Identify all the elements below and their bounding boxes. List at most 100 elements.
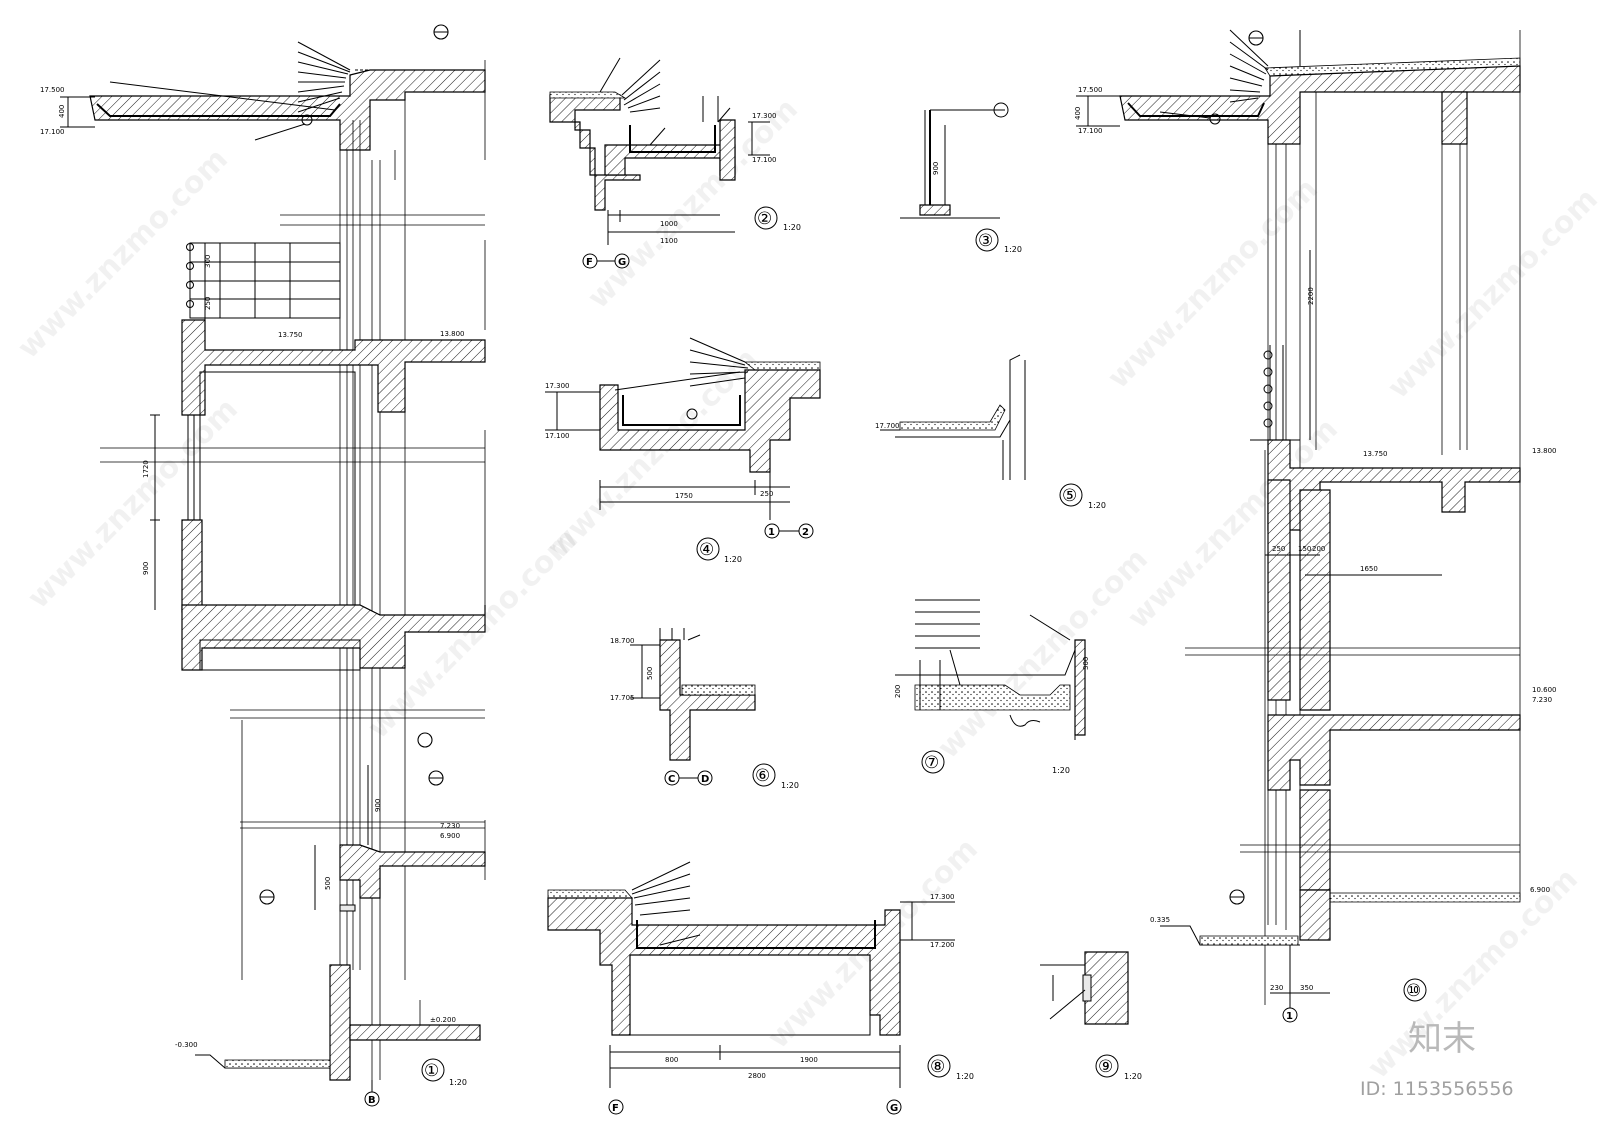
level-label: ±0.200: [430, 1016, 456, 1024]
detail-number: ②: [757, 209, 772, 229]
brand-logo: 知末: [1408, 1019, 1476, 1059]
dim-label: 350: [1300, 984, 1313, 992]
detail-scale: 1:20: [783, 223, 801, 232]
detail-number: ⑩: [1406, 981, 1421, 1001]
level-label: 17.100: [1078, 127, 1103, 135]
dim-label: 2800: [748, 1072, 766, 1080]
wall-lines: [241, 60, 486, 1080]
detail-number-circle: [421, 1058, 445, 1082]
dim-label: 250: [760, 490, 773, 498]
axis-label: 1: [768, 527, 775, 538]
level-label: 17.500: [40, 86, 65, 94]
detail-scale: 1:20: [1052, 766, 1070, 775]
dim-label: 1900: [800, 1056, 818, 1064]
watermark-text: www.znzmo.com: [21, 392, 245, 616]
dim-label: 800: [665, 1056, 678, 1064]
dim-label: 1000: [660, 220, 678, 228]
wall-pier: [181, 519, 203, 613]
callout-tag: [428, 770, 444, 786]
dim-label: 1100: [660, 237, 678, 245]
dim-label: 250: [1272, 545, 1285, 553]
level-label: 18.700: [610, 637, 635, 645]
dim-label: 1750: [675, 492, 693, 500]
level-label: 17.200: [930, 941, 955, 949]
floor-slab-13750: [1267, 439, 1521, 531]
callout-tag: [1248, 30, 1264, 46]
axis-label: F: [612, 1103, 619, 1114]
dim-label: 1720: [142, 460, 150, 478]
image-id: ID: 1153556556: [1360, 1078, 1514, 1100]
detail-number: ③: [978, 231, 993, 251]
level-label: 17.705: [610, 694, 635, 702]
callout-tag: [433, 24, 449, 40]
detail-number: ④: [699, 540, 714, 560]
axis-label: B: [368, 1095, 376, 1106]
axis-label: 2: [802, 527, 809, 538]
watermark-text: www.znzmo.com: [931, 542, 1155, 766]
paving-layer: [914, 684, 1071, 711]
watermark-text: www.znzmo.com: [541, 342, 765, 566]
level-label: 17.500: [1078, 86, 1103, 94]
balcony-slab: [599, 369, 821, 473]
detail-scale: 1:20: [1004, 245, 1022, 254]
dim-label: 400: [58, 105, 66, 118]
level-label: 17.300: [752, 112, 777, 120]
level-label: -0.300: [175, 1041, 198, 1049]
level-label: 17.100: [545, 432, 570, 440]
detail-9-section: ⑨ 1:20: [1040, 951, 1142, 1081]
detail-scale: 1:20: [1088, 501, 1106, 510]
detail-number: ⑨: [1098, 1057, 1113, 1077]
level-label: 0.335: [1150, 916, 1170, 924]
floor-slab-10600: [181, 604, 486, 671]
dim-label: 300: [204, 255, 212, 268]
level-label: 13.750: [278, 331, 303, 339]
axis-label: 1: [1286, 1011, 1293, 1022]
level-label: 6.900: [1530, 886, 1550, 894]
dim-label: 1650: [1360, 565, 1378, 573]
dim-label: 230: [1270, 984, 1283, 992]
roof-slab: [89, 69, 486, 151]
detail-7-section: 300 200 ⑦ 1:20: [894, 599, 1090, 775]
callout-tag: [1229, 889, 1245, 905]
level-label: 13.800: [440, 330, 465, 338]
level-label: 7.230: [440, 822, 460, 830]
watermark-text: www.znzmo.com: [1381, 182, 1600, 406]
annotation-leaders: [109, 41, 351, 141]
level-label: 13.750: [1363, 450, 1388, 458]
ground-slab: [349, 1024, 481, 1041]
floor-lines: [100, 214, 485, 829]
dim-label: 200: [1312, 545, 1325, 553]
level-label: 10.600: [1532, 686, 1557, 694]
drain-pipe: [301, 114, 313, 126]
detail-scale: 1:20: [724, 555, 742, 564]
level-label: 17.300: [930, 893, 955, 901]
railing: [186, 242, 341, 319]
parapet-wall: [659, 639, 756, 761]
axis-label: D: [701, 774, 709, 785]
detail-1-section: 17.500 17.100 13.750 13.800 7.230 6.900 …: [40, 24, 486, 1107]
level-label: 13.800: [1532, 447, 1557, 455]
dim-label: 300: [1082, 657, 1090, 670]
watermark-text: www.znzmo.com: [1101, 172, 1325, 396]
dim-label: 500: [646, 667, 654, 680]
detail-scale: 1:20: [1124, 1072, 1142, 1081]
dim-label: 900: [932, 162, 940, 175]
floor-slab-10600: [1267, 714, 1521, 791]
level-label: 6.900: [440, 832, 460, 840]
parapet-wall: [549, 94, 641, 211]
detail-number: ⑧: [930, 1057, 945, 1077]
foundation-wall: [329, 964, 351, 1081]
callout-tag: [259, 889, 275, 905]
axis-label: F: [586, 257, 593, 268]
detail-scale: 1:20: [449, 1078, 467, 1087]
detail-number: ⑥: [755, 766, 770, 786]
dim-label: 900: [142, 562, 150, 575]
detail-4-section: 17.300 17.100 1750 250 1 2 ④ 1:20: [545, 337, 821, 564]
floor-slab-7230: [339, 844, 486, 899]
callout-tag: [417, 732, 433, 748]
detail-scale: 1:20: [781, 781, 799, 790]
detail-2-section: 17.300 17.100 1000 1100 F G ② 1:20: [549, 57, 801, 269]
dim-label: 2200: [1307, 287, 1315, 305]
watermark-text: www.znzmo.com: [581, 92, 805, 316]
